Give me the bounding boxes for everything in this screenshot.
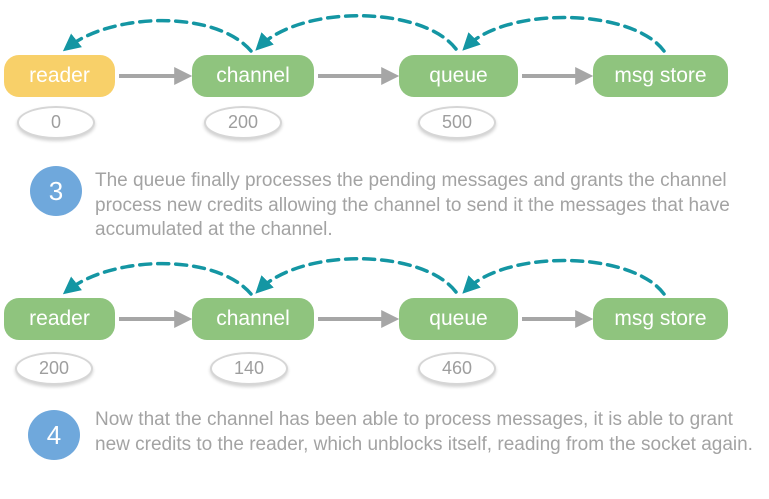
node-reader: reader xyxy=(4,55,115,97)
credit-value-queue: 460 xyxy=(418,352,496,385)
step-description: Now that the channel has been able to pr… xyxy=(95,409,753,455)
step-number-badge: 4 xyxy=(28,410,80,460)
credit-value-queue: 500 xyxy=(418,106,496,139)
node-queue: queue xyxy=(399,298,518,340)
credit-value-channel: 140 xyxy=(210,352,288,385)
credit-value-reader: 200 xyxy=(15,352,93,385)
node-msg-store: msg store xyxy=(593,298,728,340)
credit-arc-queue-to-channel xyxy=(255,14,458,51)
credit-arc-channel-to-reader xyxy=(62,261,253,296)
credit-arc-queue-to-channel xyxy=(255,257,458,294)
credit-value-channel: 200 xyxy=(204,106,282,139)
node-reader: reader xyxy=(4,298,115,340)
credit-value-reader: 0 xyxy=(17,106,95,139)
node-queue: queue xyxy=(399,55,518,97)
step-description: The queue finally processes the pending … xyxy=(95,170,730,241)
credit-arc-msg-store-to-queue xyxy=(462,15,666,53)
node-msg-store: msg store xyxy=(593,55,728,97)
step-number-badge: 3 xyxy=(30,166,82,216)
credit-arc-channel-to-reader xyxy=(62,18,253,53)
node-channel: channel xyxy=(192,55,314,97)
node-channel: channel xyxy=(192,298,314,340)
credit-arc-msg-store-to-queue xyxy=(462,258,666,296)
